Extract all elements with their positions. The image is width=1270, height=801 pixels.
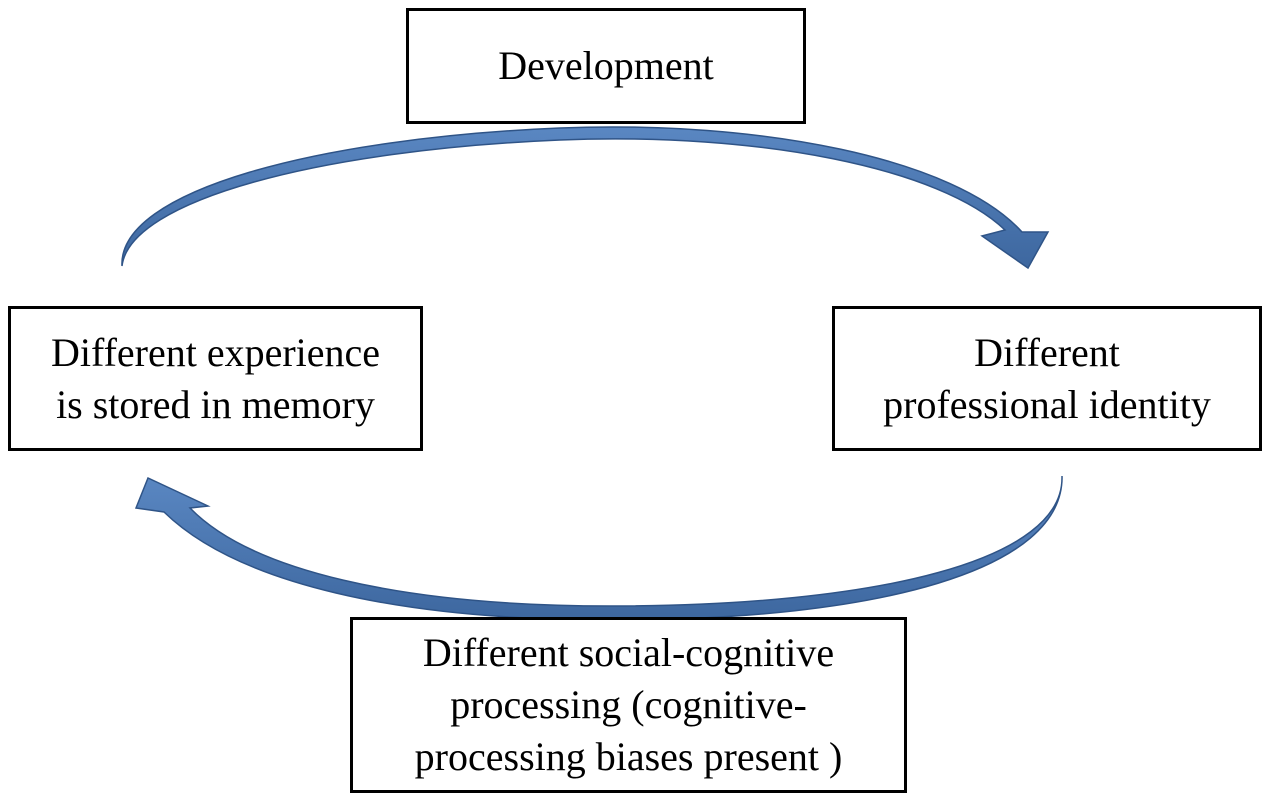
development-label: Development (498, 43, 714, 88)
top-curved-arrow (121, 126, 1050, 270)
social-cognitive-processing-box: Different social-cognitive processing (c… (350, 617, 907, 793)
professional-identity-box: Different professional identity (832, 306, 1262, 451)
development-box: Development (406, 8, 806, 124)
social-cognitive-processing-label-line-2: processing (cognitive- (450, 682, 807, 727)
experience-memory-label-line-1: Different experience (50, 329, 381, 375)
social-cognitive-processing-label-line-1: Different social-cognitive (422, 630, 835, 675)
social-cognitive-processing-label-line-3: processing biases present ) (414, 734, 843, 779)
bottom-curved-arrow (134, 475, 1063, 621)
experience-memory-box: Different experience is stored in memory (8, 306, 423, 451)
professional-identity-label-line-2: professional identity (883, 381, 1211, 427)
experience-memory-label-line-2: is stored in memory (56, 381, 375, 427)
professional-identity-label-line-1: Different (974, 329, 1120, 375)
